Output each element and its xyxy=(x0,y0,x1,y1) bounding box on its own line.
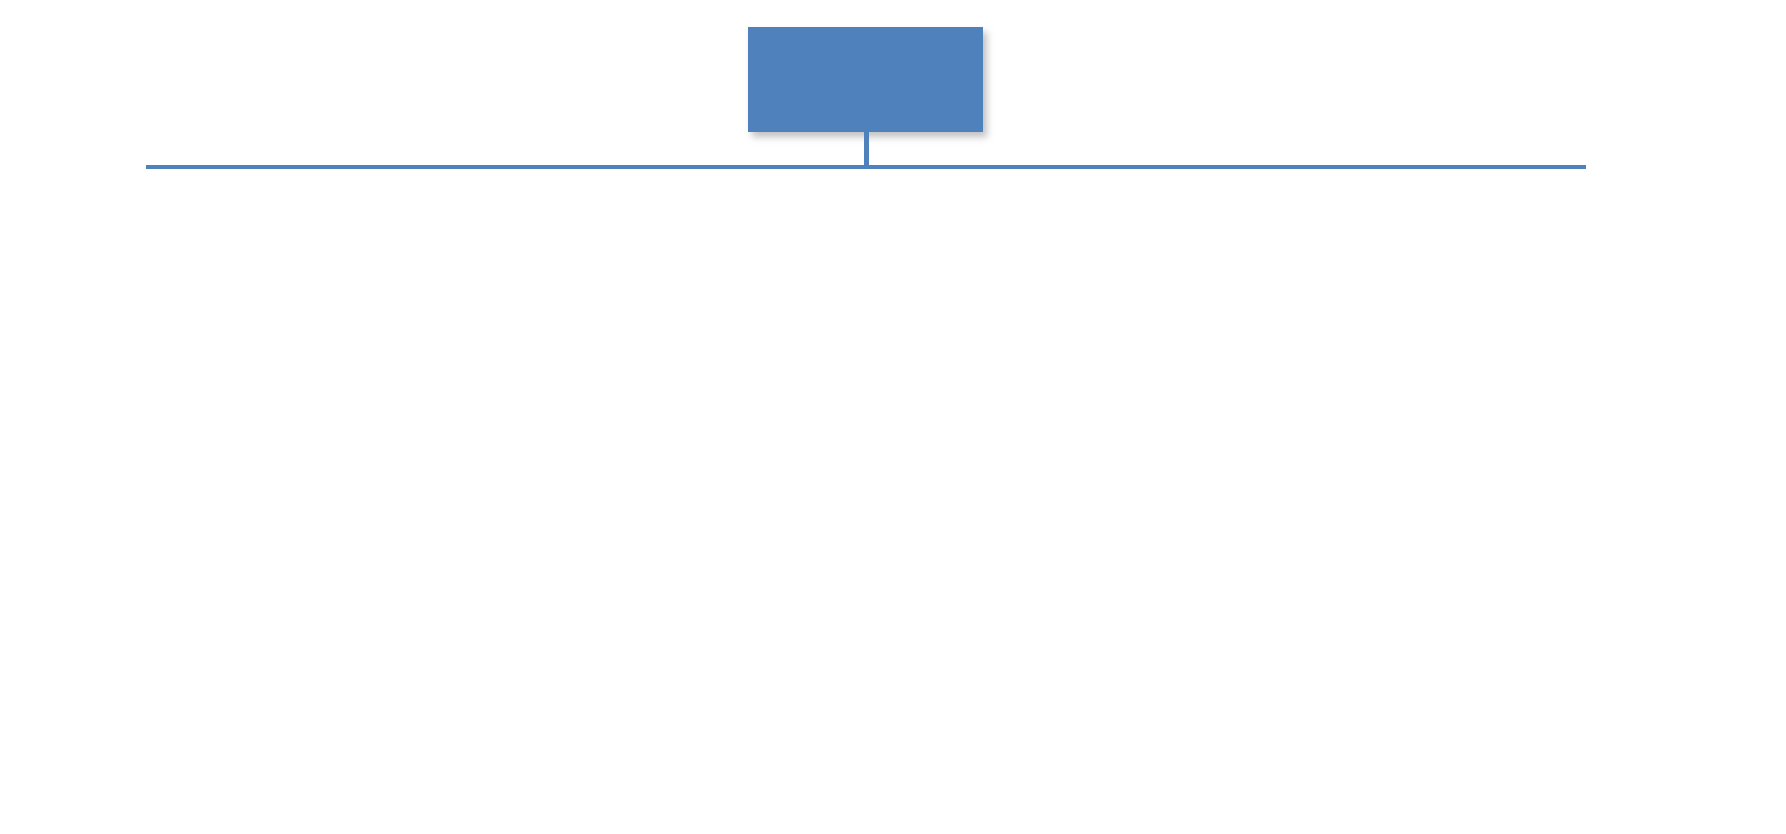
root-node-functional-departments[interactable] xyxy=(748,27,983,132)
department-topic-panels-row xyxy=(0,368,1786,823)
connector-horizontal-bus xyxy=(146,165,1586,169)
department-boxes-row xyxy=(0,185,1786,295)
connector-root-stem xyxy=(864,132,869,168)
